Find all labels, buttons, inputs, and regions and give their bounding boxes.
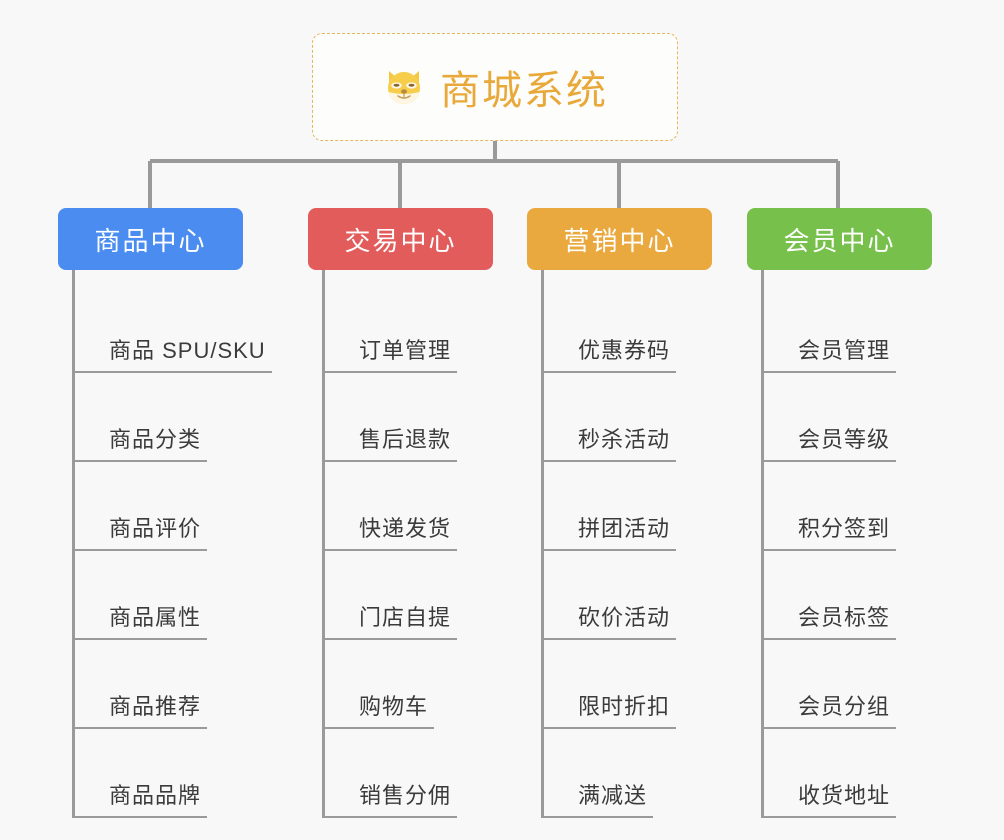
- list-item[interactable]: 会员管理: [764, 284, 987, 373]
- list-item[interactable]: 订单管理: [325, 284, 548, 373]
- leaf-label: 购物车: [325, 693, 435, 729]
- leaf-label: 收货地址: [764, 782, 897, 818]
- leaf-label: 拼团活动: [544, 515, 677, 551]
- list-item[interactable]: 快递发货: [325, 462, 548, 551]
- list-item[interactable]: 商品属性: [75, 551, 298, 640]
- column-member-center: 会员中心 会员管理 会员等级 积分签到 会员标签 会员分组 收货地址: [747, 208, 987, 818]
- list-item[interactable]: 优惠券码: [544, 284, 767, 373]
- leaf-label: 积分签到: [764, 515, 897, 551]
- leaf-label: 会员分组: [764, 693, 897, 729]
- leaf-label: 销售分佣: [325, 782, 458, 818]
- leaf-stack-product-center: 商品 SPU/SKU 商品分类 商品评价 商品属性 商品推荐 商品品牌: [72, 270, 298, 818]
- category-header-label: 营销中心: [563, 225, 676, 256]
- list-item[interactable]: 限时折扣: [544, 640, 767, 729]
- category-header-trade-center[interactable]: 交易中心: [308, 208, 493, 270]
- list-item[interactable]: 商品分类: [75, 373, 298, 462]
- category-header-member-center[interactable]: 会员中心: [747, 208, 932, 270]
- leaf-stack-member-center: 会员管理 会员等级 积分签到 会员标签 会员分组 收货地址: [761, 270, 987, 818]
- list-item[interactable]: 会员分组: [764, 640, 987, 729]
- list-item[interactable]: 门店自提: [325, 551, 548, 640]
- leaf-label: 砍价活动: [544, 604, 677, 640]
- leaf-label: 商品评价: [75, 515, 208, 551]
- category-header-marketing-center[interactable]: 营销中心: [527, 208, 712, 270]
- list-item[interactable]: 会员等级: [764, 373, 987, 462]
- leaf-label: 秒杀活动: [544, 426, 677, 462]
- list-item[interactable]: 商品推荐: [75, 640, 298, 729]
- column-marketing-center: 营销中心 优惠券码 秒杀活动 拼团活动 砍价活动 限时折扣 满减送: [527, 208, 767, 818]
- leaf-label: 会员管理: [764, 337, 897, 373]
- leaf-label: 商品 SPU/SKU: [75, 337, 272, 373]
- list-item[interactable]: 拼团活动: [544, 462, 767, 551]
- leaf-label: 会员等级: [764, 426, 897, 462]
- leaf-label: 售后退款: [325, 426, 458, 462]
- column-trade-center: 交易中心 订单管理 售后退款 快递发货 门店自提 购物车 销售分佣: [308, 208, 548, 818]
- list-item[interactable]: 销售分佣: [325, 729, 548, 818]
- list-item[interactable]: 商品 SPU/SKU: [75, 284, 298, 373]
- root-node[interactable]: 商城系统: [312, 33, 678, 141]
- list-item[interactable]: 积分签到: [764, 462, 987, 551]
- list-item[interactable]: 砍价活动: [544, 551, 767, 640]
- leaf-label: 订单管理: [325, 337, 458, 373]
- list-item[interactable]: 购物车: [325, 640, 548, 729]
- shiba-dog-face-icon: [382, 65, 426, 109]
- leaf-stack-trade-center: 订单管理 售后退款 快递发货 门店自提 购物车 销售分佣: [322, 270, 548, 818]
- leaf-label: 商品分类: [75, 426, 208, 462]
- leaf-label: 商品属性: [75, 604, 208, 640]
- category-header-label: 交易中心: [344, 225, 457, 256]
- root-title: 商城系统: [440, 69, 608, 113]
- leaf-label: 快递发货: [325, 515, 458, 551]
- list-item[interactable]: 售后退款: [325, 373, 548, 462]
- leaf-label: 满减送: [544, 782, 654, 818]
- category-header-label: 商品中心: [94, 225, 207, 256]
- list-item[interactable]: 收货地址: [764, 729, 987, 818]
- list-item[interactable]: 商品品牌: [75, 729, 298, 818]
- category-header-label: 会员中心: [783, 225, 896, 256]
- list-item[interactable]: 满减送: [544, 729, 767, 818]
- list-item[interactable]: 秒杀活动: [544, 373, 767, 462]
- leaf-stack-marketing-center: 优惠券码 秒杀活动 拼团活动 砍价活动 限时折扣 满减送: [541, 270, 767, 818]
- leaf-label: 商品品牌: [75, 782, 208, 818]
- leaf-label: 门店自提: [325, 604, 458, 640]
- column-product-center: 商品中心 商品 SPU/SKU 商品分类 商品评价 商品属性 商品推荐 商品品牌: [58, 208, 298, 818]
- leaf-label: 商品推荐: [75, 693, 208, 729]
- list-item[interactable]: 会员标签: [764, 551, 987, 640]
- leaf-label: 优惠券码: [544, 337, 677, 373]
- leaf-label: 限时折扣: [544, 693, 677, 729]
- list-item[interactable]: 商品评价: [75, 462, 298, 551]
- category-header-product-center[interactable]: 商品中心: [58, 208, 243, 270]
- leaf-label: 会员标签: [764, 604, 897, 640]
